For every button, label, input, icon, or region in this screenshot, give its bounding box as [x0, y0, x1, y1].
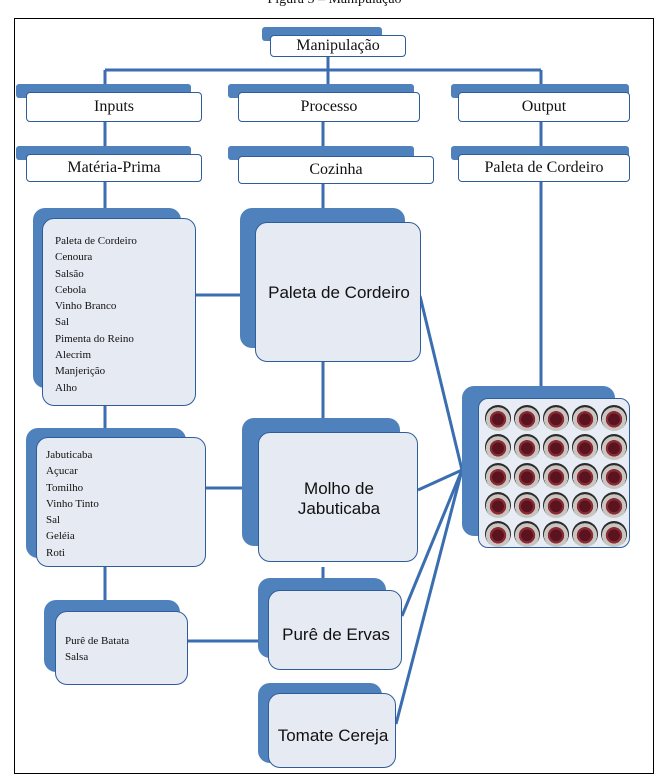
plate-image — [514, 521, 540, 547]
plate-image — [514, 405, 540, 431]
output-product-label: Paleta de Cordeiro — [484, 159, 604, 176]
ingredient-item: Geléia — [46, 530, 75, 543]
output-product-header: Paleta de Cordeiro — [458, 154, 630, 182]
plate-image — [572, 434, 598, 460]
plate-image — [601, 434, 627, 460]
ingredient-list-1: Paleta de Cordeiro Cenoura Salsão Cebola… — [42, 218, 196, 406]
process-step-paleta: Paleta de Cordeiro — [255, 222, 421, 362]
figure-caption: Figura 5 – Manipulação — [0, 0, 669, 10]
materia-prima-label: Matéria-Prima — [67, 159, 161, 176]
plated-dish-photo-grid — [478, 398, 630, 548]
ingredient-item: Sal — [46, 514, 61, 527]
ingredient-item: Roti — [46, 546, 65, 559]
plate-image — [601, 405, 627, 431]
root-node-label: Manipulação — [296, 37, 380, 54]
process-step-label: Paleta de Cordeiro — [268, 283, 410, 302]
plate-image — [601, 463, 627, 489]
plate-image — [514, 463, 540, 489]
plate-image — [514, 492, 540, 518]
process-step-tomate: Tomate Cereja — [268, 693, 396, 768]
cozinha-header: Cozinha — [238, 156, 434, 184]
process-step-label: Tomate Cereja — [277, 726, 389, 745]
plate-image — [572, 492, 598, 518]
process-step-label: Purê de Ervas — [282, 625, 390, 644]
ingredient-item: Tomilho — [46, 481, 84, 494]
ingredient-item: Vinho Tinto — [46, 497, 99, 510]
process-step-molho: Molho de Jabuticaba — [258, 432, 418, 562]
plate-image — [543, 492, 569, 518]
process-step-label: Molho de Jabuticaba — [297, 479, 381, 518]
ingredient-item: Vinho Branco — [55, 300, 117, 313]
ingredient-item: Manjerição — [55, 365, 106, 378]
plate-image — [572, 521, 598, 547]
plate-image — [485, 492, 511, 518]
ingredient-item: Cebola — [55, 283, 87, 296]
ingredient-item: Alho — [55, 381, 77, 394]
plate-image — [572, 463, 598, 489]
plate-image — [485, 434, 511, 460]
plate-image — [485, 405, 511, 431]
processo-header-label: Processo — [300, 98, 358, 115]
diagram-frame — [14, 18, 654, 774]
ingredient-item: Sal — [55, 316, 70, 329]
plate-image — [543, 434, 569, 460]
output-header: Output — [458, 92, 630, 122]
ingredient-item: Salsão — [55, 267, 84, 280]
plate-image — [601, 492, 627, 518]
plate-image — [543, 463, 569, 489]
ingredient-item: Salsa — [65, 651, 89, 664]
ingredient-item: Jabuticaba — [46, 449, 93, 461]
root-node: Manipulação — [270, 35, 406, 57]
output-header-label: Output — [521, 98, 567, 115]
ingredient-item: Purê de Batata — [65, 635, 130, 647]
inputs-header-label: Inputs — [94, 98, 134, 115]
plate-image — [543, 405, 569, 431]
ingredient-list-2: Jabuticaba Açucar Tomilho Vinho Tinto Sa… — [36, 437, 206, 567]
materia-prima-header: Matéria-Prima — [26, 154, 202, 182]
ingredient-item: Paleta de Cordeiro — [55, 235, 137, 247]
plate-image — [485, 463, 511, 489]
ingredient-list-3: Purê de Batata Salsa — [55, 611, 188, 685]
ingredient-item: Pimenta do Reino — [55, 332, 134, 345]
ingredient-item: Alecrim — [55, 349, 92, 362]
plate-image — [601, 521, 627, 547]
plate-image — [514, 434, 540, 460]
plate-image — [485, 521, 511, 547]
process-step-pure: Purê de Ervas — [268, 590, 402, 670]
cozinha-label: Cozinha — [309, 161, 363, 178]
plate-image — [543, 521, 569, 547]
ingredient-item: Açucar — [46, 465, 78, 478]
inputs-header: Inputs — [26, 92, 202, 122]
ingredient-item: Cenoura — [55, 251, 93, 264]
plate-image — [572, 405, 598, 431]
processo-header: Processo — [238, 92, 420, 122]
